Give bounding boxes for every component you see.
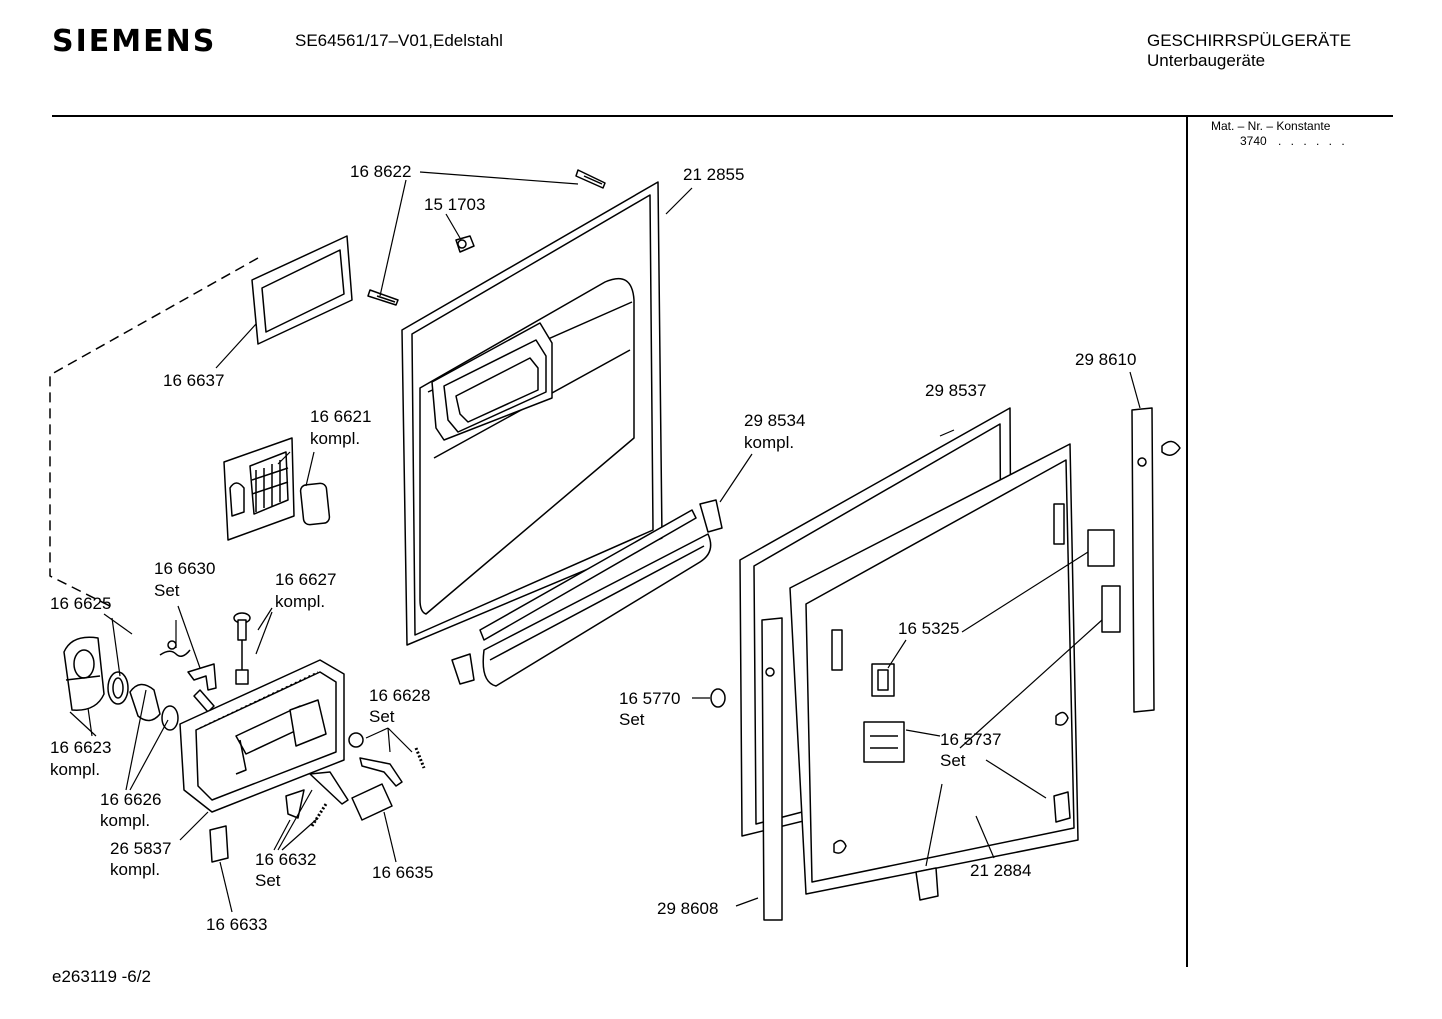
part-note-label: Set [940,751,966,770]
material-constant-heading: Mat. – Nr. – Konstante [1211,119,1331,133]
part-number-label: 16 8622 [350,162,411,181]
switch-16-6635 [351,783,393,821]
clip-15-1703 [455,235,475,253]
lever-16-6628 [359,757,403,787]
hinge-foot-right [1053,791,1071,823]
material-constant-value: 3740 [1240,134,1267,148]
subcategory-title: Unterbaugeräte [1147,51,1266,70]
part-number-label: 26 5837 [110,839,171,858]
part-note-label: kompl. [100,811,150,830]
siemens-logo: SIEMENS [52,24,217,59]
part-number-label: 16 6635 [372,863,433,882]
hinge-lever-16-6630 [187,663,217,713]
part-number-label: 16 6621 [310,407,371,426]
model-number: SE64561/17–V01,Edelstahl [295,31,503,50]
door-handle-16-6623 [63,636,129,711]
drawing-code: e263119 -6/2 [52,967,151,986]
part-note-label: Set [369,707,395,726]
category-title: GESCHIRRSPÜLGERÄTE [1147,31,1352,50]
part-number-label: 16 6627 [275,570,336,589]
part-number-label: 16 6637 [163,371,224,390]
knob-16-6626 [129,683,179,731]
hinge-foot-16-5737 [915,867,939,901]
strip-hole [765,667,775,677]
bracket-16-6632 [285,789,305,819]
leader-lines [69,171,1141,913]
part-number-label: 16 5325 [898,619,959,638]
part-number-label: 29 8610 [1075,350,1136,369]
part-note-label: kompl. [744,433,794,452]
part-note-label: kompl. [110,860,160,879]
door-frame-21-2884 [789,443,1079,895]
screw-left [367,289,399,306]
part-number-label: 29 8608 [657,899,718,918]
cap-16-5770 [710,688,726,708]
part-note-label: kompl. [310,429,360,448]
part-number-label: 21 2884 [970,861,1031,880]
part-labels: 16 8622 15 1703 21 2855 16 6637 16 6621 … [50,162,1136,934]
control-housing [179,659,345,813]
spring-16-6632 [310,803,328,827]
side-strip-29-8608 [761,617,783,921]
part-note-label: kompl. [50,760,100,779]
screw-top [575,169,606,189]
part-number-label: 16 5770 [619,689,680,708]
hinge-bracket-16-5325 [1087,529,1121,633]
dashed-reference-line [49,257,259,607]
part-number-label: 29 8537 [925,381,986,400]
dispenser-flap-assembly [223,437,331,541]
block-16-5737 [863,721,905,763]
clip-29-8610 [1161,440,1181,456]
part-number-label: 16 6632 [255,850,316,869]
part-number-label: 29 8534 [744,411,805,430]
part-note-label: Set [619,710,645,729]
dispenser-seal-frame [251,235,353,345]
part-number-label: 15 1703 [424,195,485,214]
part-number-label: 16 6623 [50,738,111,757]
part-number-label: 16 6633 [206,915,267,934]
lever-16-6632 [309,771,349,805]
part-note-label: Set [255,871,281,890]
part-number-label: 16 5737 [940,730,1001,749]
spring-16-6628 [414,747,426,769]
material-constant-dots: . . . . . . [1278,134,1348,148]
part-number-label: 16 6630 [154,559,215,578]
clip-16-6633 [209,825,229,863]
ring-16-6628 [348,732,364,748]
inner-door-panel [401,181,663,646]
strip-hole-right [1137,457,1147,467]
part-note-label: Set [154,581,180,600]
part-number-label: 16 6626 [100,790,161,809]
part-number-label: 21 2855 [683,165,744,184]
part-number-label: 16 6628 [369,686,430,705]
part-number-label: 16 6625 [50,594,111,613]
part-note-label: kompl. [275,592,325,611]
spring-16-6630 [159,640,191,657]
door-strip-29-8534 [451,499,723,687]
pin-16-6627 [233,612,251,685]
latch-16-5325 [871,663,895,697]
side-strip-29-8610 [1131,407,1155,713]
